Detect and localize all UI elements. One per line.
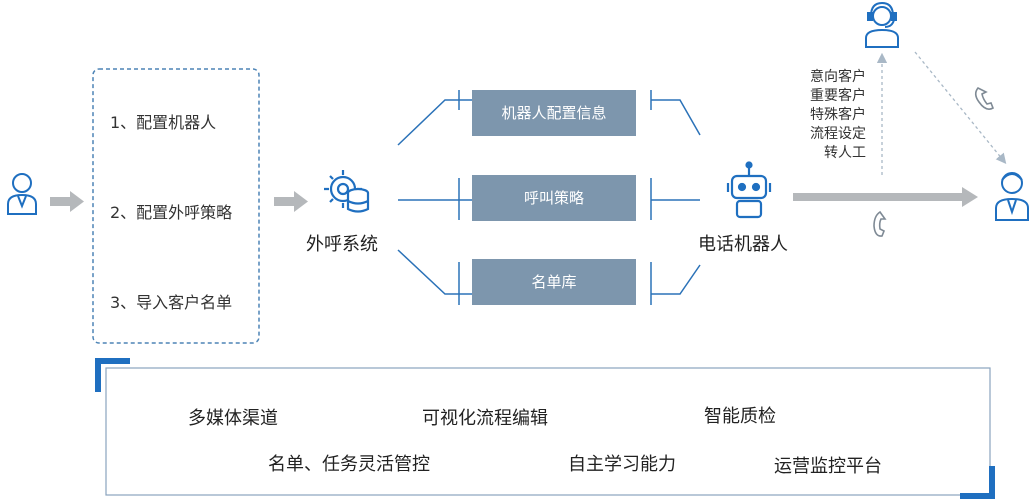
step-import-list: 3、导入客户名单 xyxy=(110,293,233,312)
transfer-notes: 意向客户 重要客户 特殊客户 流程设定 转人工 xyxy=(780,68,866,163)
feature-ops-monitoring: 运营监控平台 xyxy=(774,456,882,477)
operator-user-icon xyxy=(7,173,37,215)
config-box-robot xyxy=(472,90,636,136)
box-label-name-list: 名单库 xyxy=(531,273,577,291)
feature-self-learning: 自主学习能力 xyxy=(568,454,676,475)
frame-corner-top-left xyxy=(95,358,130,392)
headset-agent-icon xyxy=(865,1,899,48)
features-frame xyxy=(105,367,991,496)
note-important-customer: 重要客户 xyxy=(810,88,866,104)
arrow-operator-to-steps xyxy=(50,191,84,212)
system-label: 外呼系统 xyxy=(306,234,378,255)
config-box-strategy xyxy=(472,175,636,221)
phone-icon-lower xyxy=(873,210,887,237)
agent-links xyxy=(876,51,1007,175)
arrow-steps-to-system xyxy=(274,191,308,212)
box-label-robot-config: 机器人配置信息 xyxy=(501,104,607,122)
arrow-robot-to-customer xyxy=(793,187,978,207)
note-flow-setting: 流程设定 xyxy=(810,126,866,142)
config-box-list xyxy=(472,259,636,305)
steps-dashed-box xyxy=(92,68,260,344)
box-label-call-strategy: 呼叫策略 xyxy=(523,189,584,207)
system-connectors xyxy=(397,90,701,305)
feature-list-task-control: 名单、任务灵活管控 xyxy=(268,454,430,475)
feature-multimedia-channels: 多媒体渠道 xyxy=(188,408,278,429)
customer-icon xyxy=(995,172,1029,221)
note-transfer-human: 转人工 xyxy=(824,145,866,161)
phone-icon xyxy=(974,87,995,110)
feature-visual-flow-editing: 可视化流程编辑 xyxy=(422,408,548,429)
note-intent-customer: 意向客户 xyxy=(810,69,866,85)
robot-label: 电话机器人 xyxy=(698,234,788,255)
step-configure-strategy: 2、配置外呼策略 xyxy=(110,203,233,222)
feature-smart-qa: 智能质检 xyxy=(704,406,776,427)
step-configure-robot: 1、配置机器人 xyxy=(110,113,217,132)
frame-corner-bottom-right xyxy=(960,466,995,499)
note-special-customer: 特殊客户 xyxy=(810,107,866,123)
robot-icon xyxy=(726,161,772,219)
gear-database-icon xyxy=(324,170,370,213)
